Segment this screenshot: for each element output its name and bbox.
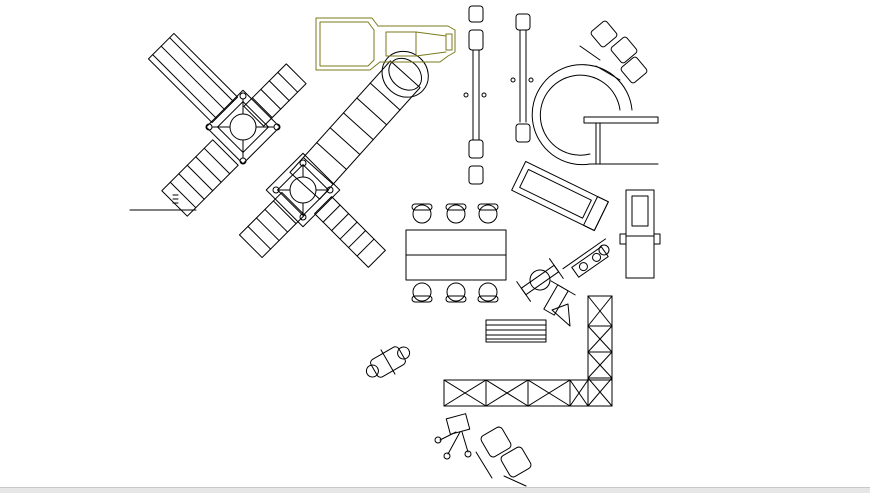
chair-pair xyxy=(475,426,532,487)
spring-rider xyxy=(365,346,411,378)
ramp-left xyxy=(161,139,239,217)
wall-cabinets-l-shape xyxy=(443,295,613,407)
chair-pair-upper-right xyxy=(579,20,648,84)
treadmill xyxy=(511,160,609,232)
bench-column-left xyxy=(463,5,487,185)
exercise-machines xyxy=(516,238,610,327)
exercise-machine-bench xyxy=(619,189,661,279)
ladder-right xyxy=(314,196,386,268)
vehicle-top-view xyxy=(315,17,456,71)
floor-mat xyxy=(485,319,547,343)
ground-line xyxy=(129,194,197,211)
slide-upper-left xyxy=(147,32,239,124)
ramp-upper-right xyxy=(243,63,307,127)
curved-seating-bench xyxy=(531,64,659,166)
swivel-chair xyxy=(434,413,472,460)
tube-slide xyxy=(289,50,429,200)
play-structure-tower-upper xyxy=(205,89,281,165)
table-with-six-chairs xyxy=(405,203,507,303)
bench-column-right xyxy=(510,13,534,143)
bottom-scrollbar[interactable] xyxy=(0,487,870,493)
ramp-bottom xyxy=(238,191,306,259)
play-structure-tower-lower xyxy=(265,152,341,228)
